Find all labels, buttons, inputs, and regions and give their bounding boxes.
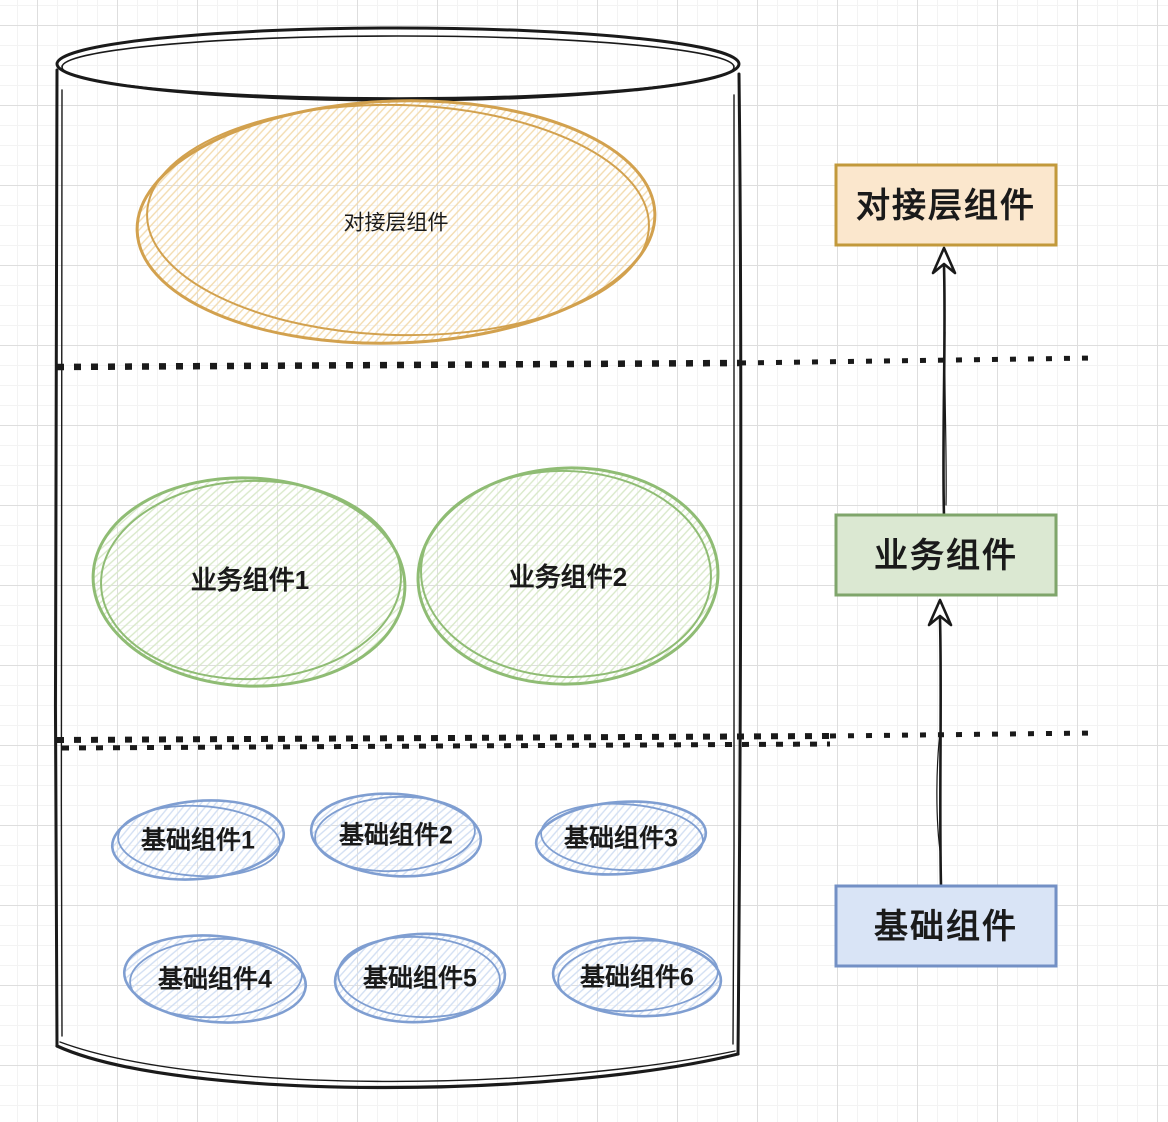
docking-ellipse-label: 对接层组件	[343, 211, 449, 235]
docking-ellipse	[135, 99, 657, 345]
business-ellipse-label-1: 业务组件1	[190, 565, 310, 595]
legend-label-base: 基础组件	[874, 908, 1018, 946]
base-ellipse-label-2: 基础组件2	[339, 821, 453, 850]
legend-label-docking: 对接层组件	[856, 187, 1036, 225]
separator-bottom-tail	[829, 730, 1095, 739]
business-ellipse-1	[91, 476, 407, 688]
base-ellipse-label-5: 基础组件5	[363, 964, 477, 993]
legend-box-business	[834, 513, 1058, 597]
legend-box-docking	[834, 163, 1058, 247]
base-ellipse-5	[333, 932, 507, 1024]
legend-label-business: 业务组件	[874, 537, 1018, 575]
legend-box-base	[834, 884, 1058, 968]
separator-top	[56, 359, 741, 371]
arrowhead-up-icon	[931, 246, 957, 275]
base-ellipse-label-3: 基础组件3	[564, 824, 678, 853]
base-ellipse-2	[309, 792, 483, 878]
business-ellipse-label-2: 业务组件2	[508, 562, 628, 592]
business-ellipse-2	[416, 466, 720, 686]
arrow-base-to-business	[927, 598, 953, 888]
base-ellipse-label-4: 基础组件4	[158, 965, 272, 994]
separator-bottom-echo	[61, 741, 831, 751]
arrowhead-up-icon	[927, 598, 953, 627]
layer-separators	[56, 355, 1096, 751]
arrow-business-to-docking	[931, 246, 957, 518]
base-ellipse-label-1: 基础组件1	[141, 826, 255, 855]
base-ellipse-4	[122, 934, 308, 1024]
base-ellipse-6	[551, 936, 723, 1018]
base-ellipse-label-6: 基础组件6	[580, 963, 694, 992]
base-ellipse-1	[110, 799, 286, 881]
base-ellipse-3	[534, 800, 708, 876]
separator-bottom	[56, 733, 831, 743]
separator-top-tail	[739, 355, 1096, 366]
